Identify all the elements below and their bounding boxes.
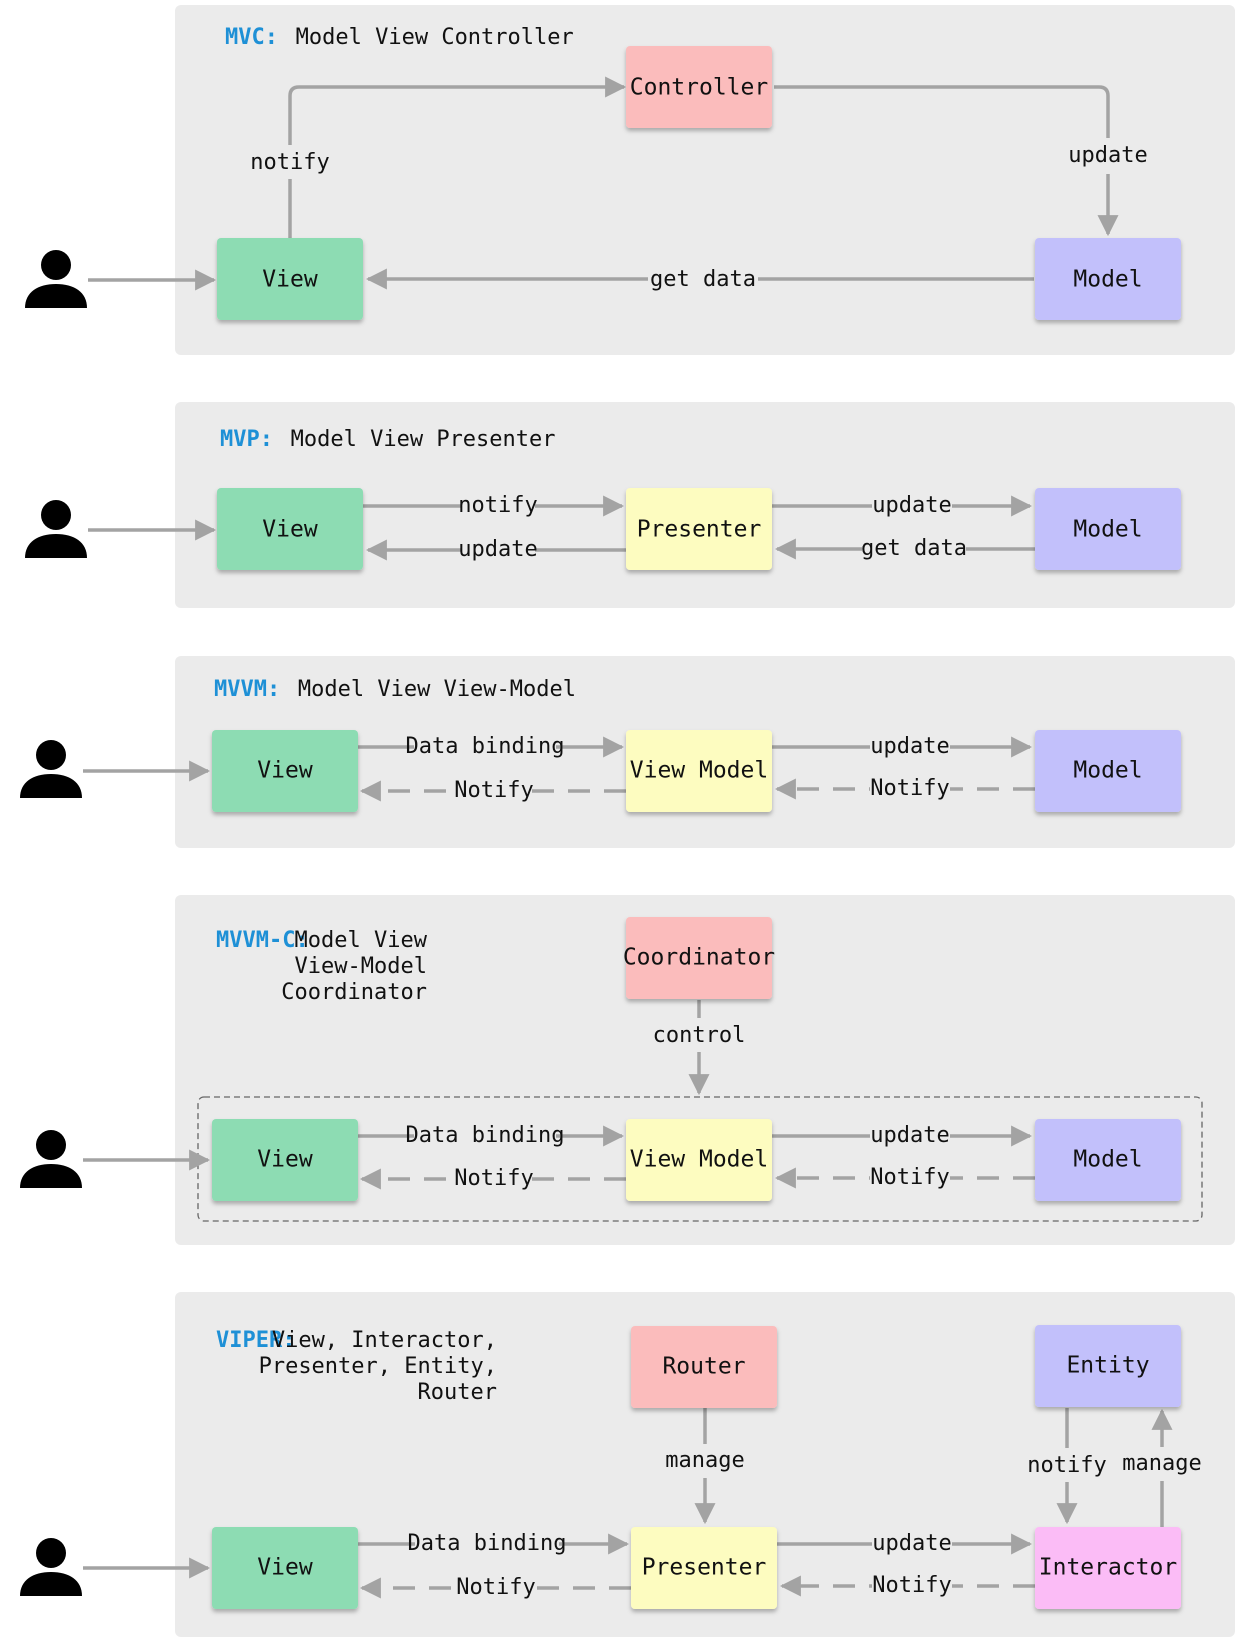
router-box bbox=[631, 1326, 777, 1408]
view-label: View bbox=[262, 267, 318, 293]
mvvmc-title-line-3: Coordinator bbox=[281, 980, 427, 1005]
coordinator-label: Coordinator bbox=[623, 945, 775, 971]
view-label: View bbox=[257, 758, 313, 784]
mvp-title: MVP: Model View Presenter bbox=[220, 427, 556, 452]
notify-label: notify bbox=[250, 150, 329, 175]
user-icon bbox=[20, 740, 82, 798]
coordinator-box bbox=[626, 917, 772, 999]
viper-title: VIPER: bbox=[216, 1328, 295, 1353]
interactor-label: Interactor bbox=[1039, 1555, 1177, 1581]
mvvmc-title-line-2: View-Model bbox=[295, 954, 427, 979]
entity-box bbox=[1035, 1325, 1181, 1407]
view-label: View bbox=[257, 1555, 313, 1581]
viper-title-line-2: Presenter, Entity, bbox=[259, 1354, 497, 1379]
controller-box bbox=[626, 46, 772, 128]
notify-right-label: Notify bbox=[870, 1165, 949, 1190]
notify-left-label: Notify bbox=[454, 1166, 533, 1191]
mvvm-section: MVVM: Model View View-Model Data binding… bbox=[20, 656, 1235, 848]
mvvmc-title: MVVM-C: bbox=[216, 928, 309, 953]
data-binding-label: Data binding bbox=[406, 734, 565, 759]
interactor-box bbox=[1035, 1527, 1181, 1609]
get-data-label: get data bbox=[650, 267, 756, 292]
get-data-label: get data bbox=[861, 536, 967, 561]
update-label: update bbox=[1068, 143, 1147, 168]
mvvmc-panel bbox=[175, 895, 1235, 1245]
user-icon bbox=[20, 1130, 82, 1188]
view-box bbox=[217, 488, 363, 570]
mvvmc-title-line-1: Model View bbox=[295, 928, 428, 953]
model-box bbox=[1035, 488, 1181, 570]
mvc-title: MVC: Model View Controller bbox=[225, 25, 574, 50]
mvvmc-section: MVVM-C: Model View View-Model Coordinato… bbox=[20, 895, 1235, 1245]
user-icon bbox=[20, 1538, 82, 1596]
model-label: Model bbox=[1073, 1147, 1142, 1173]
user-icon bbox=[25, 250, 87, 308]
view-model-box bbox=[626, 730, 772, 812]
presenter-label: Presenter bbox=[642, 1555, 767, 1581]
notify-right-label: Notify bbox=[870, 776, 949, 801]
view-group-dashed-boundary bbox=[197, 1096, 1203, 1222]
user-icon bbox=[25, 500, 87, 558]
controller-label: Controller bbox=[630, 75, 768, 101]
mvc-panel bbox=[175, 5, 1235, 355]
model-label: Model bbox=[1073, 267, 1142, 293]
update-label: update bbox=[872, 493, 951, 518]
viper-section: VIPER: View, Interactor, Presenter, Enti… bbox=[20, 1292, 1235, 1637]
router-label: Router bbox=[662, 1354, 745, 1380]
update-label: update bbox=[870, 734, 949, 759]
mvc-section: MVC: Model View Controller notify update… bbox=[25, 5, 1235, 355]
mvvm-title: MVVM: Model View View-Model bbox=[214, 677, 576, 702]
model-label: Model bbox=[1073, 517, 1142, 543]
view-box bbox=[212, 1527, 358, 1609]
viper-title-line-3: Router bbox=[418, 1380, 497, 1405]
view-model-label: View Model bbox=[630, 758, 768, 784]
model-box bbox=[1035, 1119, 1181, 1201]
view-box bbox=[212, 730, 358, 812]
update-label: update bbox=[870, 1123, 949, 1148]
controller-to-model-arrow bbox=[774, 85, 1119, 237]
view-label: View bbox=[257, 1147, 313, 1173]
notify-up-label: notify bbox=[1027, 1453, 1106, 1478]
data-binding-label: Data binding bbox=[406, 1123, 565, 1148]
notify-label: notify bbox=[458, 493, 537, 518]
mvp-section: MVP: Model View Presenter notify update … bbox=[25, 402, 1235, 608]
control-label: control bbox=[653, 1023, 746, 1048]
presenter-label: Presenter bbox=[637, 517, 762, 543]
notify-right-label: Notify bbox=[872, 1573, 951, 1598]
model-label: Model bbox=[1073, 758, 1142, 784]
notify-left-label: Notify bbox=[454, 778, 533, 803]
data-binding-label: Data binding bbox=[408, 1531, 567, 1556]
manage-label: manage bbox=[665, 1448, 744, 1473]
manage-up-label: manage bbox=[1122, 1451, 1201, 1476]
view-model-box bbox=[626, 1119, 772, 1201]
view-box bbox=[217, 238, 363, 320]
entity-label: Entity bbox=[1066, 1353, 1149, 1379]
view-label: View bbox=[262, 517, 318, 543]
model-box bbox=[1035, 238, 1181, 320]
notify-left-label: Notify bbox=[456, 1575, 535, 1600]
viper-title-line-1: View, Interactor, bbox=[272, 1328, 497, 1353]
view-to-controller-arrow bbox=[288, 76, 627, 238]
view-model-label: View Model bbox=[630, 1147, 768, 1173]
update-back-label: update bbox=[458, 537, 537, 562]
update-label: update bbox=[872, 1531, 951, 1556]
presenter-box bbox=[631, 1527, 777, 1609]
presenter-box bbox=[626, 488, 772, 570]
view-box bbox=[212, 1119, 358, 1201]
model-box bbox=[1035, 730, 1181, 812]
